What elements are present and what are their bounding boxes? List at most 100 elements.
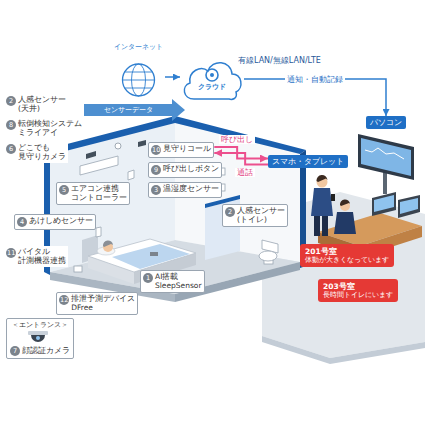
place-heading: ＜エントランス＞: [10, 321, 70, 329]
edge-label: 呼び出し: [219, 135, 255, 144]
alert-text: 体動が大きくなっています: [305, 256, 389, 264]
monitor-wall: [358, 134, 414, 194]
alert-text: 長時間トイレにいます: [323, 291, 393, 299]
sensor-devices: [150, 252, 158, 256]
cloud-shape: [184, 63, 241, 100]
sensor-devices: [138, 140, 146, 147]
monitor-wall: [383, 172, 387, 194]
resident: [103, 240, 113, 252]
desk-monitor: [400, 198, 418, 214]
face-camera: [36, 336, 40, 340]
callout-number: 8: [6, 120, 16, 130]
callout-number: 3: [151, 185, 161, 195]
seated-staff: [334, 212, 356, 234]
globe-circle: [123, 64, 155, 96]
callout-box: 10見守りコール: [148, 142, 214, 158]
standing-staff: [311, 175, 335, 236]
network-label: 有線LAN/無線LAN/LTE: [238, 56, 321, 66]
callout-text: エアコン連携 コントローラー: [71, 185, 127, 202]
entrance-box: ＜エントランス＞7顔認証カメラ: [6, 318, 74, 359]
callout-text: AI搭載 SleepSensor: [155, 273, 202, 290]
globe-outline: [112, 44, 165, 98]
edge-label: 通知・自動記録: [285, 75, 345, 84]
toilet: [259, 240, 278, 264]
alert-bubble: 201号室体動が大きくなっています: [300, 244, 394, 267]
standing-staff: [316, 175, 327, 182]
callout-box: 12排泄予測デバイス DFree: [56, 292, 138, 315]
monitor-wall: [361, 138, 411, 176]
callout-text: バイタル 計測機器連携: [18, 248, 66, 265]
monitor-wall: [365, 148, 404, 159]
room-wall: [44, 116, 306, 275]
standing-staff: [314, 216, 320, 236]
cloud-outline: [180, 56, 244, 102]
callout-text: 呼び出しボタン: [163, 165, 219, 174]
face-camera: [31, 335, 45, 342]
callout-number: 1: [143, 273, 153, 283]
connector: [165, 76, 180, 78]
sensor-devices: [74, 266, 82, 272]
standing-staff: [331, 194, 335, 201]
cloud-icon: [206, 69, 218, 81]
callout-text: 見守りコール: [163, 145, 211, 154]
seated-staff: [340, 199, 350, 206]
bed: [88, 239, 196, 272]
alert-heading: 201号室: [305, 247, 389, 256]
standing-staff: [311, 188, 333, 216]
device-box: スマホ・タブレット: [268, 155, 348, 168]
callout-box: 9呼び出しボタン: [148, 162, 222, 178]
callout-box: 4あけしめセンサー: [14, 214, 96, 230]
callout-text: 人感センサー (天井): [18, 96, 66, 113]
sensor-devices: [74, 140, 225, 272]
office-floor: [262, 336, 425, 364]
seated-staff: [334, 199, 356, 234]
callout-text: 排泄予測デバイス DFree: [71, 295, 135, 312]
callout-text: 温湿度センサー: [163, 185, 219, 194]
callout-number: 9: [151, 165, 161, 175]
callout-text: 転倒検知システム ミライアイ: [18, 120, 82, 137]
face-camera: [28, 331, 48, 342]
sensor-data-band: [84, 99, 185, 121]
node-label: スマホ・タブレット: [272, 157, 344, 166]
callout-number: 2: [225, 207, 235, 217]
sensor-devices: [80, 156, 118, 175]
callout-item: 2人感センサー (天井): [4, 94, 68, 115]
sensor-devices: [128, 170, 134, 180]
desk-monitor: [398, 195, 420, 218]
connector: [214, 153, 268, 165]
callout-number: 5: [59, 185, 69, 195]
internet-globe: インターネット: [112, 44, 165, 98]
callout-number: 12: [59, 295, 69, 305]
cloud-shape: [184, 63, 241, 100]
band-label: センサーデータ: [103, 106, 154, 114]
callout-number: 4: [17, 217, 27, 227]
callout-text: どこでも 見守りカメラ: [18, 144, 66, 161]
sensor-devices: [96, 227, 101, 237]
node-label: クラウド: [198, 83, 226, 91]
cloud-node: クラウド: [180, 56, 244, 102]
callout-box: 2人感センサー (トイレ): [222, 204, 288, 227]
alert-heading: 203号室: [323, 282, 393, 291]
callout-box: 3温湿度センサー: [148, 182, 222, 198]
callout-text: 人感センサー (トイレ): [237, 207, 285, 224]
sensor-devices: [86, 151, 96, 159]
connector: [244, 79, 386, 116]
toilet: [259, 251, 277, 261]
globe-parallel: [123, 72, 155, 88]
monitor-wall: [358, 134, 414, 180]
sensor-devices: [115, 143, 121, 149]
face-camera: [28, 331, 48, 335]
desk-monitor: [374, 195, 394, 212]
callout-number: 2: [6, 96, 16, 106]
callout-item: 6どこでも 見守りカメラ: [4, 142, 68, 163]
callout-number: 7: [10, 346, 20, 356]
resident: [103, 240, 113, 247]
node-label: インターネット: [114, 44, 163, 52]
desk-monitor: [372, 192, 420, 218]
device-box: パソコン: [366, 116, 406, 129]
cloud-icon: [210, 73, 214, 77]
